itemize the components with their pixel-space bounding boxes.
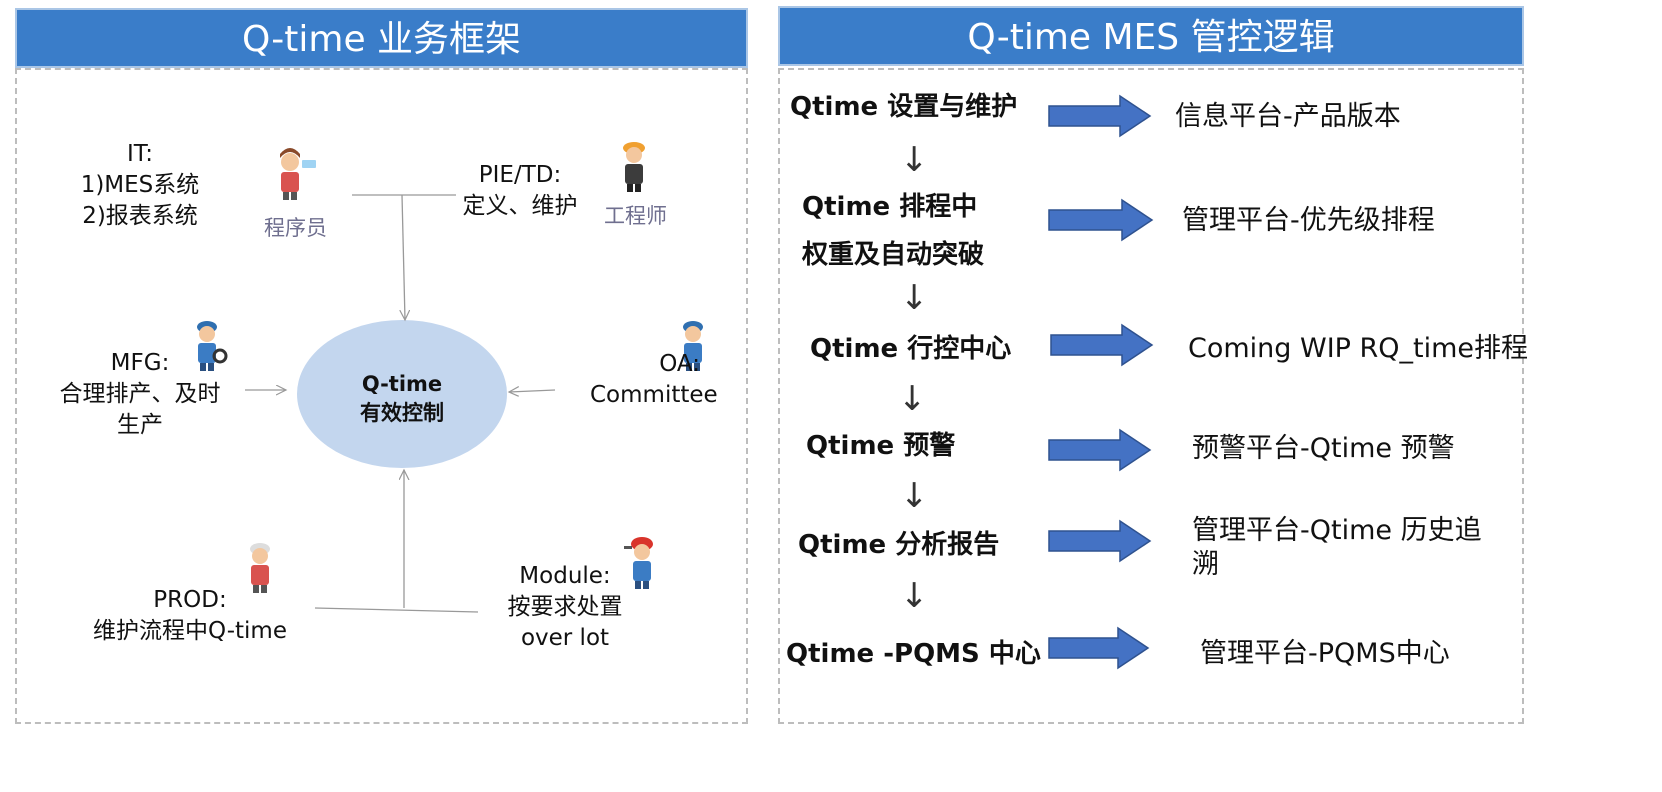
it-label: IT: 1)MES系统 2)报表系统 [70,139,210,232]
step-label: Qtime -PQMS 中心 [786,639,1041,669]
it-line2: 1)MES系统 [80,172,200,198]
step-label: Qtime 设置与维护 [790,92,1018,122]
oa-line1: OA: [659,351,700,377]
step-result: 管理平台-优先级排程 [1182,205,1435,236]
programmer-role: 程序员 [264,216,327,240]
prod-line2: 维护流程中Q-time [92,618,287,644]
step-result: 预警平台-Qtime 预警 [1192,433,1455,464]
right-arrow-line [509,390,556,392]
module-line1: Module: [519,563,611,589]
bottom-connector-bar [314,607,479,613]
step-label: Qtime 排程中 [802,192,978,222]
step-result-line2: 溯 [1192,549,1219,580]
engineer-role: 工程师 [604,204,667,228]
step-label: Qtime 分析报告 [798,530,1000,560]
center-label: Q-time 有效控制 [330,370,474,428]
step-label-line2: 权重及自动突破 [802,240,985,270]
center-ellipse [297,320,507,468]
step-result: 管理平台-PQMS中心 [1200,638,1450,669]
prod-label: PROD: 维护流程中Q-time [90,585,290,647]
down-arrow-icon: ↓ [900,278,929,318]
engineer-icon [623,142,645,192]
left-panel [15,68,748,724]
center-label-line2: 有效控制 [360,401,444,425]
mfg-line2: 合理排产、及时 [59,381,221,407]
programmer-icon [280,148,316,200]
module-line2: 按要求处置 [507,594,623,620]
step-label: Qtime 行控中心 [810,334,1012,364]
block-arrow-6 [1048,626,1150,670]
step-result: 管理平台-Qtime 历史追 [1192,515,1482,546]
down-arrow-icon: ↓ [900,476,929,516]
mfg-label: MFG: 合理排产、及时 生产 [55,348,225,441]
mfg-line3: 生产 [117,412,163,438]
step-result: 信息平台-产品版本 [1175,101,1401,132]
module-label: Module: 按要求处置 over lot [500,561,630,654]
prod-line1: PROD: [153,587,227,613]
it-line3: 2)报表系统 [82,203,198,229]
oa-line2: Committee [590,382,718,408]
right-panel [778,68,1524,724]
pie-line2: 定义、维护 [462,193,578,219]
center-label-line1: Q-time [361,372,443,396]
step-label: Qtime 预警 [806,431,956,461]
pie-line1: PIE/TD: [478,162,562,188]
oa-label: OA: Committee [590,349,718,411]
top-arrow-line [402,194,405,320]
down-arrow-icon: ↓ [898,379,927,419]
left-panel-title: Q-time 业务框架 [15,8,748,68]
mfg-line1: MFG: [110,350,170,376]
block-arrow-3 [1050,323,1154,367]
step-result: Coming WIP RQ_time排程 [1188,333,1529,364]
down-arrow-icon: ↓ [900,576,929,616]
block-arrow-5 [1048,519,1152,563]
right-panel-title: Q-time MES 管控逻辑 [778,6,1524,66]
block-arrow-1 [1048,94,1152,138]
block-arrow-2 [1048,198,1154,242]
down-arrow-icon: ↓ [900,140,929,180]
block-arrow-4 [1048,428,1152,472]
module-line3: over lot [520,625,610,651]
oa-worker-icon [683,321,703,371]
pie-label: PIE/TD: 定义、维护 [455,160,585,222]
module-worker-icon [624,537,653,589]
mfg-worker-icon [197,321,228,371]
prod-worker-icon [250,543,270,593]
block-arrows [1048,94,1154,670]
it-line1: IT: [126,141,154,167]
